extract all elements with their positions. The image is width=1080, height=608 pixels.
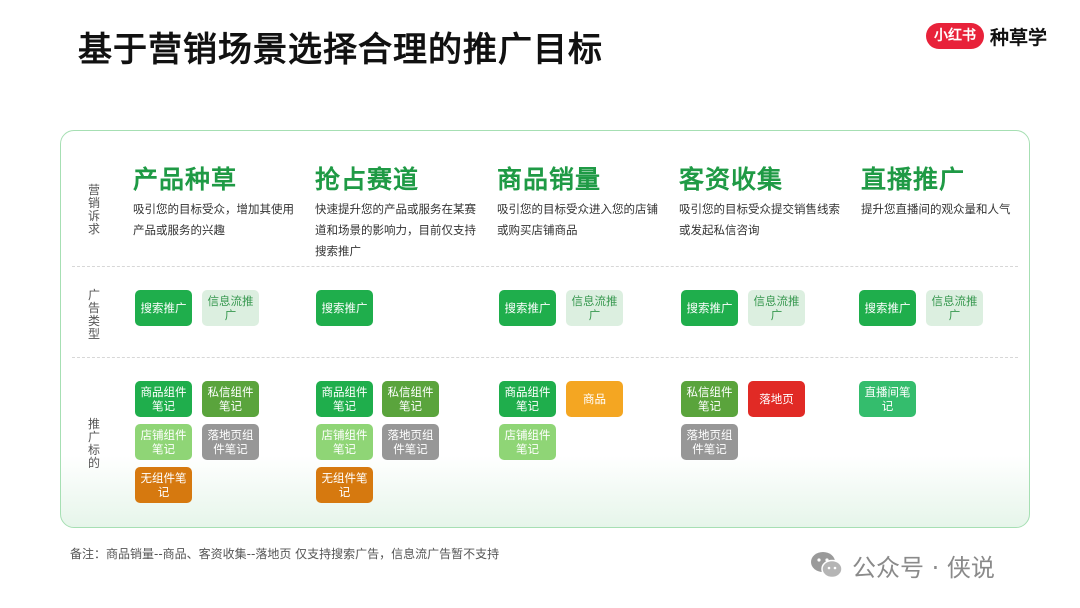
chip-store-component-note: 店铺组件笔记 [499,424,556,460]
brand-logo: 小红书 种草学 [926,22,1047,50]
chip-search-ad: 搜索推广 [859,290,916,326]
chip-store-component-note: 店铺组件笔记 [135,424,192,460]
chip-feed-ad: 信息流推广 [202,290,259,326]
column-description: 快速提升您的产品或服务在某赛道和场景的影响力，目前仅支持搜索推广 [315,202,476,258]
chip-product-component-note: 商品组件笔记 [316,381,373,417]
row-label-ad-type: 广告类型 [87,288,100,341]
chip-message-component-note: 私信组件笔记 [681,381,738,417]
footnote: 备注：商品销量--商品、客资收集--落地页 仅支持搜索广告，信息流广告暂不支持 [70,547,500,561]
chip-search-ad: 搜索推广 [316,290,373,326]
chip-feed-ad: 信息流推广 [926,290,983,326]
column-description: 提升您直播间的观众量和人气 [861,202,1011,216]
column-description: 吸引您的目标受众提交销售线索或发起私信咨询 [679,202,840,237]
column-heading: 商品销量 [497,165,602,194]
column-description: 吸引您的目标受众，增加其使用产品或服务的兴趣 [133,202,294,237]
row-divider-1 [72,266,1018,267]
chip-search-ad: 搜索推广 [135,290,192,326]
chip-feed-ad: 信息流推广 [748,290,805,326]
row-label-target: 推广标的 [87,417,100,470]
xiaohongshu-logo: 小红书 [926,23,984,49]
chip-landing-component-note: 落地页组件笔记 [202,424,259,460]
row-label-appeal: 营销诉求 [87,183,100,236]
chip-landing-component-note: 落地页组件笔记 [382,424,439,460]
chip-no-component-note: 无组件笔记 [316,467,373,503]
column-heading: 直播推广 [861,165,966,194]
column-heading: 抢占赛道 [315,165,420,194]
chip-search-ad: 搜索推广 [681,290,738,326]
chip-product-component-note: 商品组件笔记 [135,381,192,417]
column-heading: 客资收集 [679,165,784,194]
wechat-icon [810,550,844,580]
chip-message-component-note: 私信组件笔记 [202,381,259,417]
chip-product: 商品 [566,381,623,417]
brand-name: 种草学 [990,26,1048,49]
watermark: 公众号 · 侠说 [810,548,995,582]
chip-store-component-note: 店铺组件笔记 [316,424,373,460]
row-divider-2 [72,357,1018,358]
watermark-text: 公众号 · 侠说 [852,553,995,582]
chip-search-ad: 搜索推广 [499,290,556,326]
column-heading: 产品种草 [133,165,238,194]
chip-message-component-note: 私信组件笔记 [382,381,439,417]
page-title: 基于营销场景选择合理的推广目标 [78,30,603,70]
chip-landing-page: 落地页 [748,381,805,417]
chip-live-room-note: 直播间笔记 [859,381,916,417]
chip-product-component-note: 商品组件笔记 [499,381,556,417]
targets-table-panel [60,130,1030,528]
column-description: 吸引您的目标受众进入您的店铺或购买店铺商品 [497,202,658,237]
chip-feed-ad: 信息流推广 [566,290,623,326]
chip-landing-component-note: 落地页组件笔记 [681,424,738,460]
chip-no-component-note: 无组件笔记 [135,467,192,503]
